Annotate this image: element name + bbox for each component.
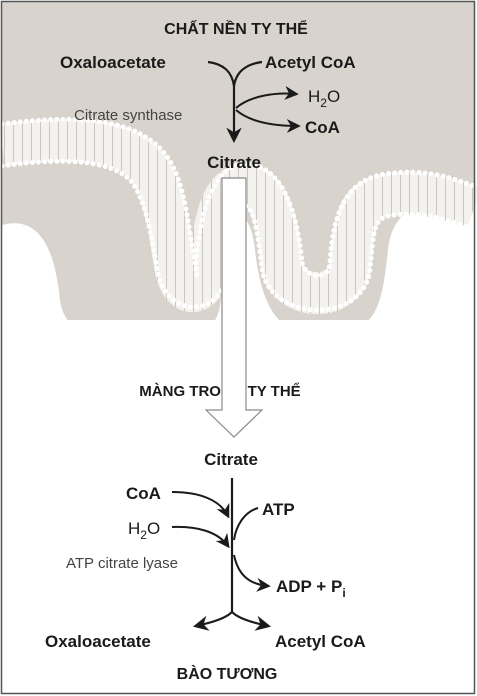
cytosol-arrow-acoa-out — [231, 611, 272, 631]
coa-in-cytosol: CoA — [126, 484, 161, 503]
cytosol-region — [2, 203, 474, 694]
acetyl-coa-cytosol: Acetyl CoA — [275, 632, 366, 651]
matrix-arrow-h2o-out — [235, 85, 299, 109]
atp-label: ATP — [262, 500, 295, 519]
membrane-outer-edge — [0, 116, 477, 278]
matrix-arrow-left-in — [207, 60, 236, 87]
oxaloacetate-cytosol: Oxaloacetate — [45, 632, 151, 651]
cytosol-arrow-adp-out — [233, 554, 271, 592]
atp-citrate-lyase-label: ATP citrate lyase — [66, 555, 178, 572]
acetyl-coa-matrix: Acetyl CoA — [265, 53, 356, 72]
h2o-cytosol: H2O — [128, 519, 160, 542]
citrate-synthase-label: Citrate synthase — [74, 107, 182, 124]
cytosol-arrow-oaa-out — [192, 611, 233, 631]
cytosol-arrow-coa-in — [171, 491, 230, 519]
membrane-label: MÀNG TRONG TY THỂ — [139, 382, 300, 400]
adp-pi-label: ADP + Pi — [276, 577, 346, 600]
cytosol-arrow-atp-in — [233, 507, 259, 541]
matrix-arrow-right-in — [232, 60, 263, 87]
h2o-matrix: H2O — [308, 87, 340, 110]
matrix-arrow-coa-out — [235, 109, 301, 133]
citrate-matrix: Citrate — [207, 153, 261, 172]
citrate-transport-arrow — [204, 177, 264, 438]
coa-out-matrix: CoA — [305, 118, 340, 137]
oxaloacetate-matrix: Oxaloacetate — [60, 53, 166, 72]
matrix-title: CHẤT NỀN TY THỂ — [164, 19, 308, 38]
cytosol-arrow-h2o-in — [171, 525, 230, 549]
cytosol-title: BÀO TƯƠNG — [177, 664, 278, 683]
citrate-cytosol: Citrate — [204, 450, 258, 469]
